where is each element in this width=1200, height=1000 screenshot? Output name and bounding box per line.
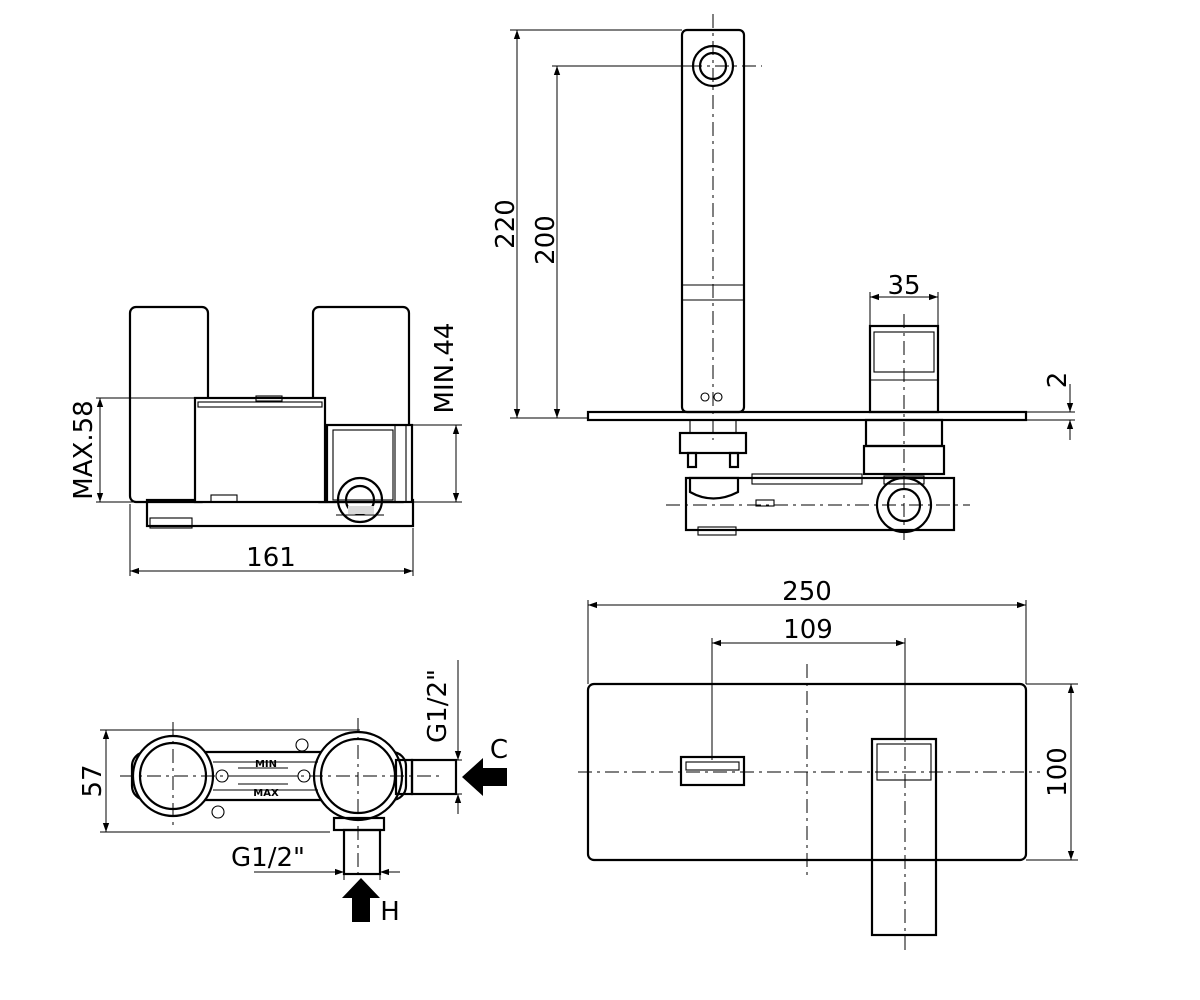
dim-57: 57 (78, 764, 108, 797)
lever-handle (870, 737, 938, 937)
cold-label: C (490, 735, 508, 765)
side-connection-ring (394, 424, 407, 503)
cold-inlet-arrow (462, 758, 507, 796)
side-inlet-outer (336, 476, 384, 524)
dim-max58: MAX.58 (69, 400, 99, 499)
dim-cold-thread: G1/2" (423, 669, 453, 743)
dim-220: 220 (491, 199, 521, 249)
dim-hot-thread: G1/2" (231, 843, 305, 873)
side-view: MAX.58 MIN.44 161 (69, 305, 462, 576)
dim-35: 35 (887, 271, 920, 301)
hot-inlet-arrow (342, 878, 380, 922)
hot-label: H (380, 897, 400, 927)
spout-outlet-slot (679, 755, 746, 787)
side-foot (149, 517, 193, 529)
hot-inlet-pipe (342, 828, 382, 876)
side-body-top (197, 401, 323, 408)
side-body (193, 396, 327, 504)
dim-2: 2 (1043, 372, 1073, 389)
max-marking: MAX (253, 788, 279, 799)
dim-200: 200 (531, 215, 561, 265)
dim-250: 250 (782, 577, 832, 607)
front-view: 220 200 35 2 (491, 14, 1075, 540)
side-body-tab (210, 494, 238, 503)
side-body-cap (255, 395, 283, 402)
plate-front-view: 250 109 100 (578, 577, 1078, 950)
dim-min44: MIN.44 (430, 323, 460, 414)
spout-nut (678, 431, 748, 455)
min-marking: MIN (255, 759, 277, 770)
concealed-body (684, 476, 956, 532)
cover-plate (586, 410, 1028, 422)
dim-100: 100 (1043, 747, 1073, 797)
cold-inlet-pipe (410, 758, 458, 796)
top-view-body: MIN MAX 57 G1/2" C G1/2" H (78, 660, 508, 927)
dim-109: 109 (783, 615, 833, 645)
dim-161: 161 (246, 543, 296, 573)
cartridge-body (862, 444, 946, 476)
side-connection-inner (332, 429, 394, 501)
